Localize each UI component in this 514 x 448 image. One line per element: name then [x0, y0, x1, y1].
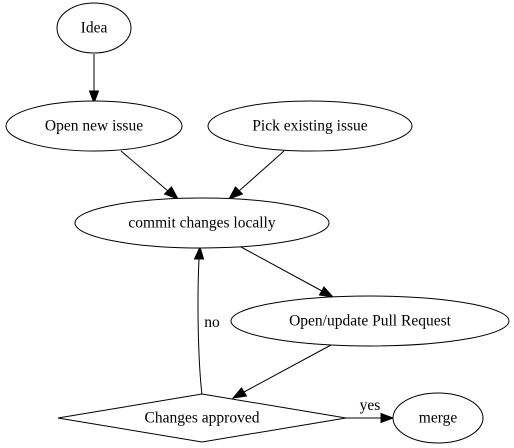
- edge-open-new-issue-to-commit: [120, 150, 180, 200]
- node-idea-label: Idea: [81, 20, 108, 37]
- node-idea: Idea: [56, 2, 132, 54]
- edge-label-yes: yes: [360, 397, 381, 414]
- edge-label-no: no: [204, 314, 220, 331]
- node-open-new-issue-label: Open new issue: [45, 118, 143, 135]
- node-commit-changes-locally: commit changes locally: [74, 197, 330, 249]
- node-merge-label: merge: [419, 410, 458, 427]
- edge-pull-request-to-changes-approved: [231, 344, 332, 399]
- edge-pick-existing-to-commit: [227, 150, 285, 200]
- node-merge: merge: [392, 392, 484, 444]
- node-changes-approved-label: Changes approved: [145, 410, 260, 427]
- node-commit-changes-locally-label: commit changes locally: [128, 215, 275, 232]
- node-open-new-issue: Open new issue: [5, 100, 183, 152]
- edge-changes-approved-to-merge-yes: [344, 412, 395, 424]
- edge-idea-to-open-new-issue: [88, 54, 100, 105]
- node-pick-existing-issue-label: Pick existing issue: [252, 118, 368, 135]
- edge-changes-approved-to-commit-no: [193, 245, 205, 396]
- edge-commit-to-pull-request: [240, 246, 335, 298]
- node-pick-existing-issue: Pick existing issue: [207, 100, 413, 152]
- node-open-update-pull-request: Open/update Pull Request: [230, 295, 510, 347]
- node-open-update-pull-request-label: Open/update Pull Request: [289, 313, 452, 330]
- node-changes-approved: Changes approved: [57, 393, 347, 443]
